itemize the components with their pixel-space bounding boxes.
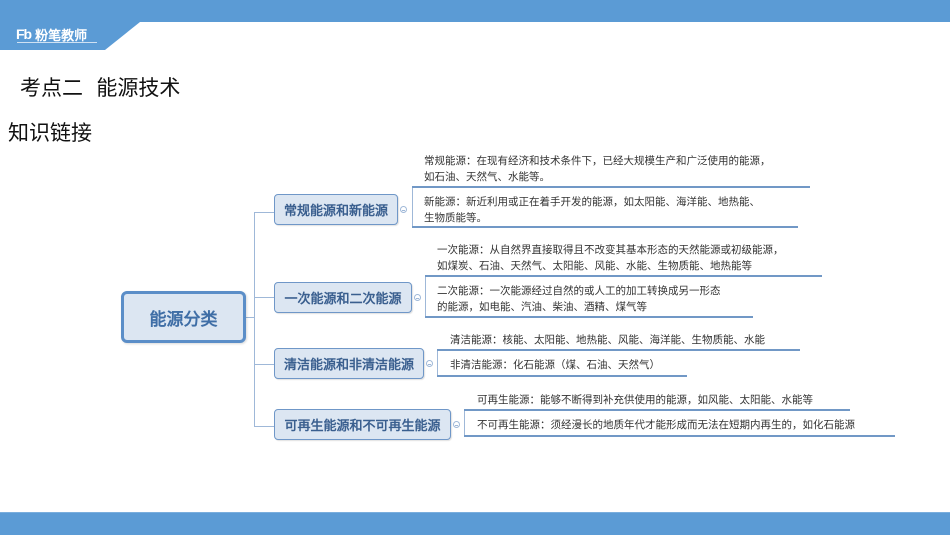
leaf-underline [437,375,687,377]
leaf-underline [437,349,800,351]
root-connector [246,317,254,318]
leaf-underline [412,226,798,228]
leaf-bracket [437,350,438,376]
collapse-icon[interactable] [453,421,460,428]
section-subtitle: 知识链接 [8,121,92,145]
header-bar [0,0,950,22]
collapse-icon[interactable] [414,294,421,301]
branch-node-clean-nonclean[interactable]: 清洁能源和非清洁能源 [274,348,424,379]
leaf-underline [425,316,753,318]
brand-mark-icon: Fb [16,26,32,42]
leaf-bracket [412,187,413,227]
leaf-text: 非清洁能源：化石能源（煤、石油、天然气） [450,359,660,371]
leaf-text: 二次能源：一次能源经过自然的或人工的加工转换成另一形态 的能源，如电能、汽油、柴… [437,285,721,313]
collapse-icon[interactable] [400,206,407,213]
branch-connector-3 [254,364,274,365]
branch-node-primary-secondary[interactable]: 一次能源和二次能源 [274,282,412,313]
brand-logo: Fb 粉笔教师 [16,24,87,44]
leaf-text: 可再生能源：能够不断得到补充供使用的能源，如风能、太阳能、水能等 [477,394,813,406]
logo-underline [17,42,97,43]
leaf-underline [425,275,822,277]
branch-node-conventional-new[interactable]: 常规能源和新能源 [274,194,398,225]
leaf-bracket [425,276,426,317]
trunk-line [254,212,255,426]
collapse-icon[interactable] [426,360,433,367]
leaf-text: 新能源：新近利用或正在着手开发的能源，如太阳能、海洋能、地热能、 生物质能等。 [424,196,760,224]
root-node[interactable]: 能源分类 [121,291,246,343]
leaf-underline [464,435,895,437]
leaf-underline [464,409,850,411]
leaf-text: 不可再生能源：须经漫长的地质年代才能形成而无法在短期内再生的，如化石能源 [477,419,855,431]
branch-connector-1 [254,212,274,213]
leaf-text: 一次能源：从自然界直接取得且不改变其基本形态的天然能源或初级能源， 如煤炭、石油… [437,244,784,272]
branch-node-renewable-nonrenewable[interactable]: 可再生能源和不可再生能源 [274,409,451,440]
leaf-text: 常规能源：在现有经济和技术条件下，已经大规模生产和广泛使用的能源， 如石油、天然… [424,155,771,183]
brand-name: 粉笔教师 [35,28,88,44]
leaf-underline [412,186,810,188]
branch-connector-2 [254,297,274,298]
leaf-bracket [464,411,465,436]
branch-connector-4 [254,426,274,427]
page-title: 考点二 能源技术 [20,76,181,100]
footer-bar [0,512,950,535]
leaf-text: 清洁能源：核能、太阳能、地热能、风能、海洋能、生物质能、水能 [450,334,765,346]
